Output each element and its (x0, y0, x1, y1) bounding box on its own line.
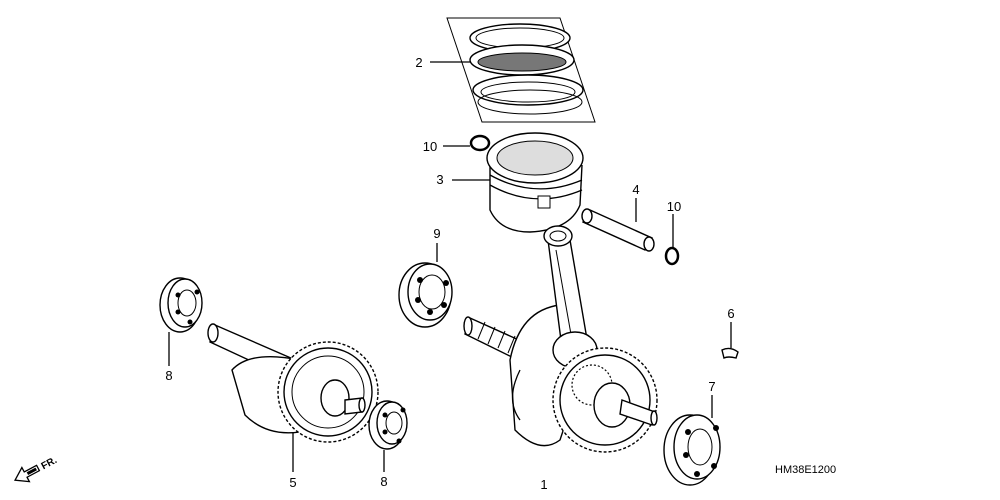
callout-5: 5 (289, 475, 296, 490)
piston[interactable] (486, 132, 584, 233)
crank-bearing-7[interactable] (663, 414, 721, 486)
callout-2: 2 (415, 55, 422, 70)
piston-ring-set[interactable] (446, 17, 596, 123)
piston-pin-clip-left[interactable] (469, 134, 491, 152)
crank-bearing-8-right[interactable] (368, 400, 408, 450)
callout-8-left: 8 (165, 368, 172, 383)
diagram-code: HM38E1200 (775, 464, 836, 476)
callout-3: 3 (436, 172, 443, 187)
callout-7: 7 (708, 379, 715, 394)
crank-bearing-8-left[interactable] (159, 277, 203, 333)
callout-6: 6 (727, 306, 734, 321)
callout-4: 4 (632, 182, 639, 197)
woodruff-key[interactable] (721, 347, 739, 360)
front-label: FR. (40, 455, 60, 472)
leader-lines (168, 61, 732, 472)
crankshaft-assembly[interactable] (463, 225, 658, 453)
crank-bearing-9[interactable] (398, 262, 453, 328)
callout-9: 9 (433, 226, 440, 241)
piston-pin-clip-right[interactable] (664, 246, 680, 266)
piston-pin[interactable] (581, 208, 655, 252)
callout-1: 1 (540, 477, 547, 492)
balancer-shaft[interactable] (207, 323, 379, 443)
callout-8-right: 8 (380, 474, 387, 489)
callout-10-right: 10 (667, 199, 681, 214)
front-arrow-icon (14, 464, 41, 483)
front-arrow-indicator: FR. (14, 455, 60, 483)
callout-10-left: 10 (423, 139, 437, 154)
